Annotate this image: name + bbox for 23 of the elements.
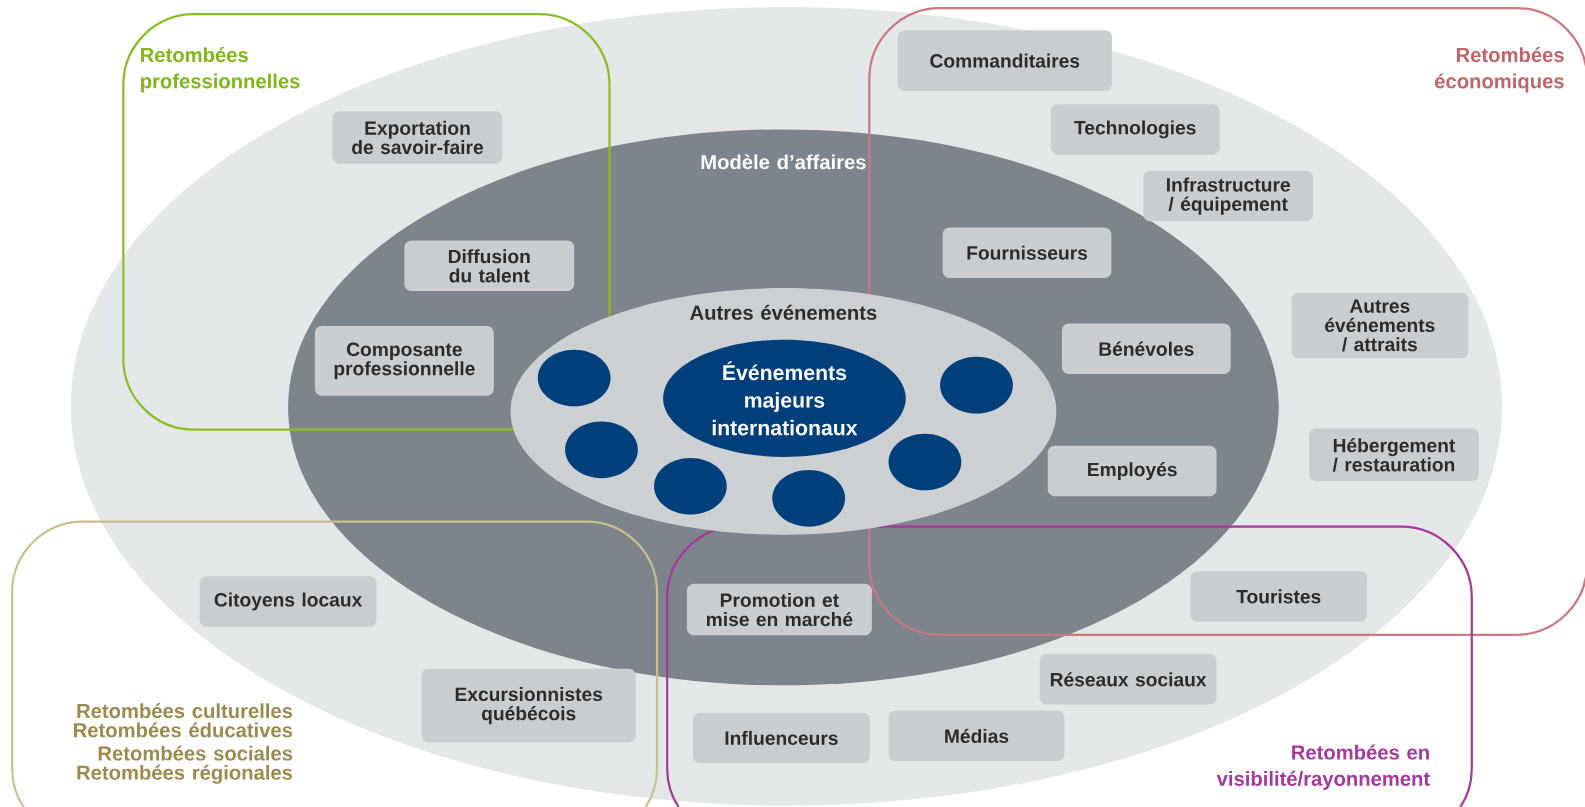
label-box: Touristes bbox=[1190, 571, 1368, 622]
oval bbox=[772, 470, 846, 527]
frame-title: Retombées culturelles bbox=[77, 703, 293, 719]
label-box: Fournisseurs bbox=[942, 227, 1112, 279]
label-box: Diffusion du talent bbox=[404, 240, 575, 292]
oval bbox=[565, 421, 638, 479]
frame-title: Retombées économiques bbox=[1435, 47, 1564, 93]
frame-title: Retombées régionales bbox=[77, 764, 293, 785]
ellipse-label: Événements majeurs internationaux bbox=[712, 361, 858, 436]
ellipse-label: Modèle d’affaires bbox=[701, 154, 866, 170]
oval bbox=[888, 433, 962, 491]
label-box: Bénévoles bbox=[1061, 323, 1231, 375]
label-box: Composante professionnelle bbox=[314, 326, 494, 396]
label-box: Promotion et mise en marché bbox=[686, 583, 872, 636]
frame-title: Retombées sociales bbox=[98, 745, 293, 761]
frame-title: Retombées en visibilité/rayonnement bbox=[1216, 744, 1430, 791]
oval bbox=[940, 357, 1013, 414]
oval bbox=[654, 458, 727, 515]
oval bbox=[537, 349, 611, 407]
label-box: Employés bbox=[1047, 445, 1217, 497]
ellipse-label: Autres événements bbox=[690, 305, 877, 321]
frame-title: Retombées éducatives bbox=[74, 722, 293, 738]
frame-title: Retombées professionnelles bbox=[141, 47, 300, 93]
